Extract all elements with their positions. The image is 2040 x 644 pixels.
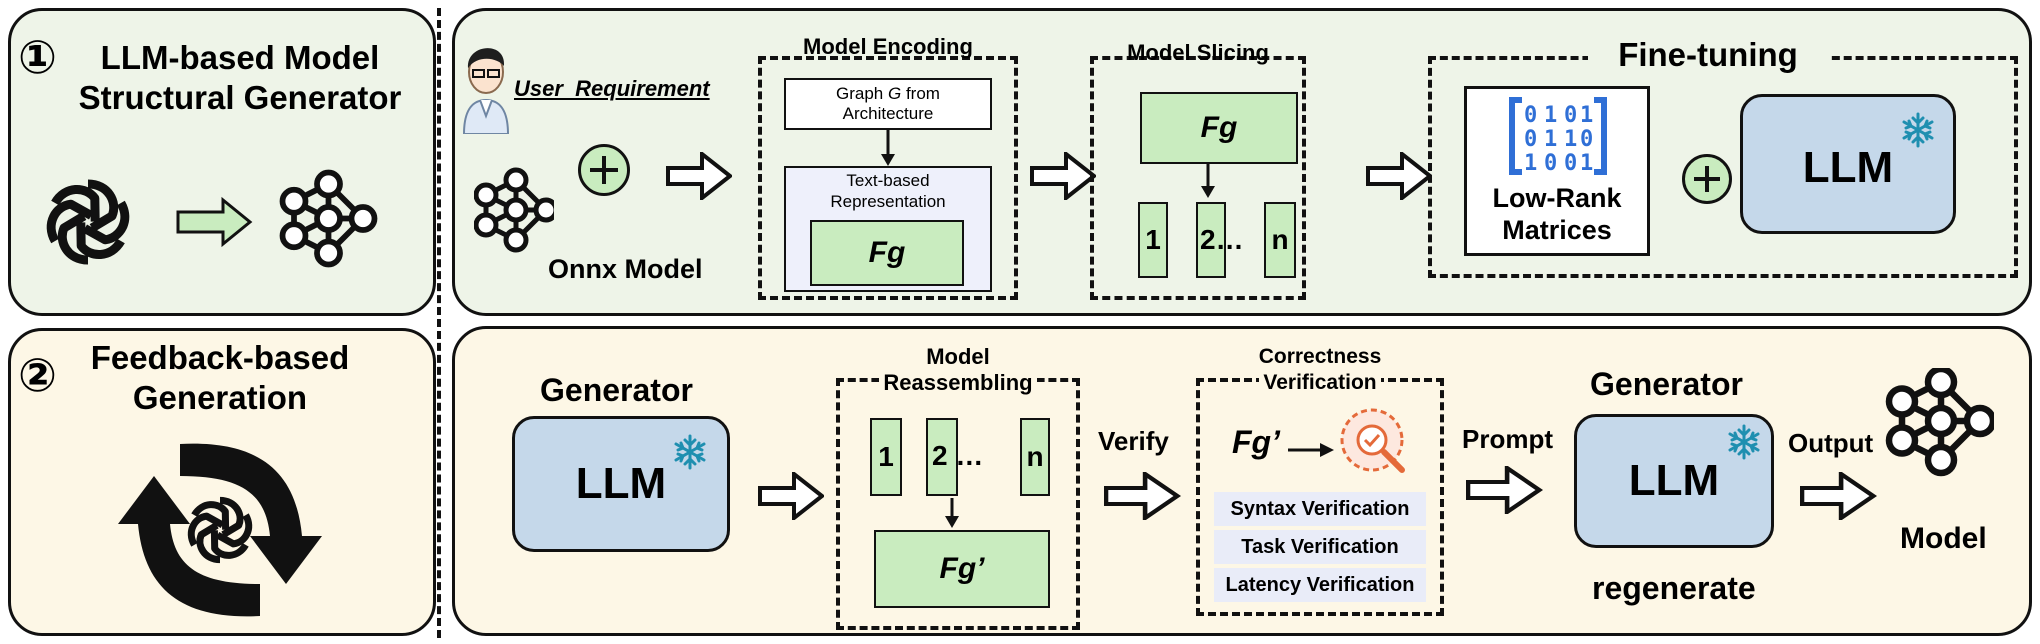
arrow-icon <box>1030 152 1096 200</box>
arrow-icon <box>666 152 732 200</box>
onnx-model-icon <box>474 166 554 256</box>
fg-prime-label: Fg’ <box>1232 424 1280 460</box>
reassemble-label-2: 2 … <box>932 440 984 471</box>
llm-to-model-graphic <box>18 160 418 300</box>
feedback-loop-graphic <box>118 443 322 617</box>
panel-title-2: Feedback-based Generation <box>90 339 350 416</box>
fg-box-encoding: Fg <box>810 220 964 286</box>
down-arrow-icon <box>1201 164 1215 198</box>
right-arrow-icon <box>1288 443 1334 457</box>
llm-box-generator-right: LLM <box>1574 414 1774 548</box>
down-arrow-icon <box>945 498 959 528</box>
fg-prime-box-reassembled: Fg’ <box>874 530 1050 608</box>
snowflake-icon <box>1728 424 1760 460</box>
output-label: Output <box>1788 428 1874 458</box>
section-divider <box>437 8 441 638</box>
arrow-icon <box>1366 152 1432 200</box>
model-encoding-box <box>758 56 1018 300</box>
model-encoding-title: Model Encoding <box>803 34 973 59</box>
model-slicing-title: Model Slicing <box>1127 40 1269 65</box>
svg-text:0: 0 <box>1544 151 1557 176</box>
slice-box-n: n <box>1264 202 1296 278</box>
panel-number-2: ② <box>18 349 57 401</box>
latency-verification-row: Latency Verification <box>1214 568 1426 602</box>
correctness-title: Correctness Verification <box>1258 345 1382 396</box>
panel-number-1: ① <box>18 31 57 83</box>
model-slicing-box <box>1090 56 1306 300</box>
add-circle-icon <box>578 144 630 196</box>
arrow-icon <box>1466 466 1546 514</box>
svg-text:0: 0 <box>1524 127 1537 152</box>
slice-box-1: 1 <box>1138 202 1168 278</box>
graph-box: Graph G from Architecture <box>784 78 992 130</box>
openai-logo-icon <box>42 181 134 264</box>
reassemble-slice-1: 1 <box>870 418 902 496</box>
svg-text:1: 1 <box>1580 151 1593 176</box>
task-verification-row: Task Verification <box>1214 530 1426 564</box>
openai-logo-icon <box>184 498 255 562</box>
svg-text:0: 0 <box>1564 151 1577 176</box>
syntax-verification-row: Syntax Verification <box>1214 492 1426 526</box>
llm-box-fine-tuning: LLM <box>1740 94 1956 234</box>
svg-text:1: 1 <box>1544 127 1557 152</box>
generator-left-title: Generator <box>540 372 693 408</box>
arrow-icon <box>758 472 824 520</box>
loop-arrow-right-icon <box>180 443 322 584</box>
reassemble-slice-2 <box>926 418 958 496</box>
fine-tuning-title: Fine-tuning <box>1588 36 1828 74</box>
slice-label-2: 2… <box>1200 224 1244 255</box>
snowflake-icon <box>674 434 706 470</box>
onnx-model-label: Onnx Model <box>548 254 703 284</box>
model-output-label: Model <box>1900 522 1987 555</box>
svg-text:1: 1 <box>1580 103 1593 128</box>
arrow-icon <box>1104 472 1184 520</box>
loop-arrow-left-icon <box>118 476 260 617</box>
add-circle-icon <box>1682 154 1732 204</box>
arrow-icon <box>176 196 253 248</box>
prompt-label: Prompt <box>1462 424 1553 454</box>
low-rank-box <box>1464 86 1650 256</box>
fg-box-slicing: Fg <box>1140 92 1298 164</box>
gear-check-icon <box>1340 408 1405 473</box>
svg-text:0: 0 <box>1580 127 1593 152</box>
llm-box-generator-left: LLM <box>512 416 730 552</box>
svg-text:1: 1 <box>1564 127 1577 152</box>
svg-text:1: 1 <box>1524 151 1537 176</box>
arrow-icon <box>1800 472 1880 520</box>
verify-label: Verify <box>1098 426 1169 456</box>
panel-title-1: LLM-based Model Structural Generator <box>78 39 402 116</box>
svg-text:1: 1 <box>1544 103 1557 128</box>
generator-right-title: Generator <box>1590 366 1743 402</box>
output-model-icon <box>1884 368 1994 478</box>
neural-network-icon <box>283 173 375 265</box>
text-representation-label: Text-based Representation <box>830 171 946 211</box>
user-avatar-icon <box>462 48 510 134</box>
reassemble-slice-n: n <box>1020 418 1050 496</box>
user-requirement-label: User Requirement <box>514 76 710 101</box>
down-arrow-icon <box>881 130 895 166</box>
slice-box-2 <box>1196 202 1226 278</box>
low-rank-label: Low-Rank Matrices <box>1492 183 1622 245</box>
snowflake-icon <box>1902 112 1934 148</box>
svg-text:0: 0 <box>1564 103 1577 128</box>
reassembling-title: Model Reassembling <box>836 344 1080 396</box>
regenerate-label: regenerate <box>1592 570 1756 606</box>
panel-structural-generator <box>8 8 436 316</box>
svg-text:0: 0 <box>1524 103 1537 128</box>
